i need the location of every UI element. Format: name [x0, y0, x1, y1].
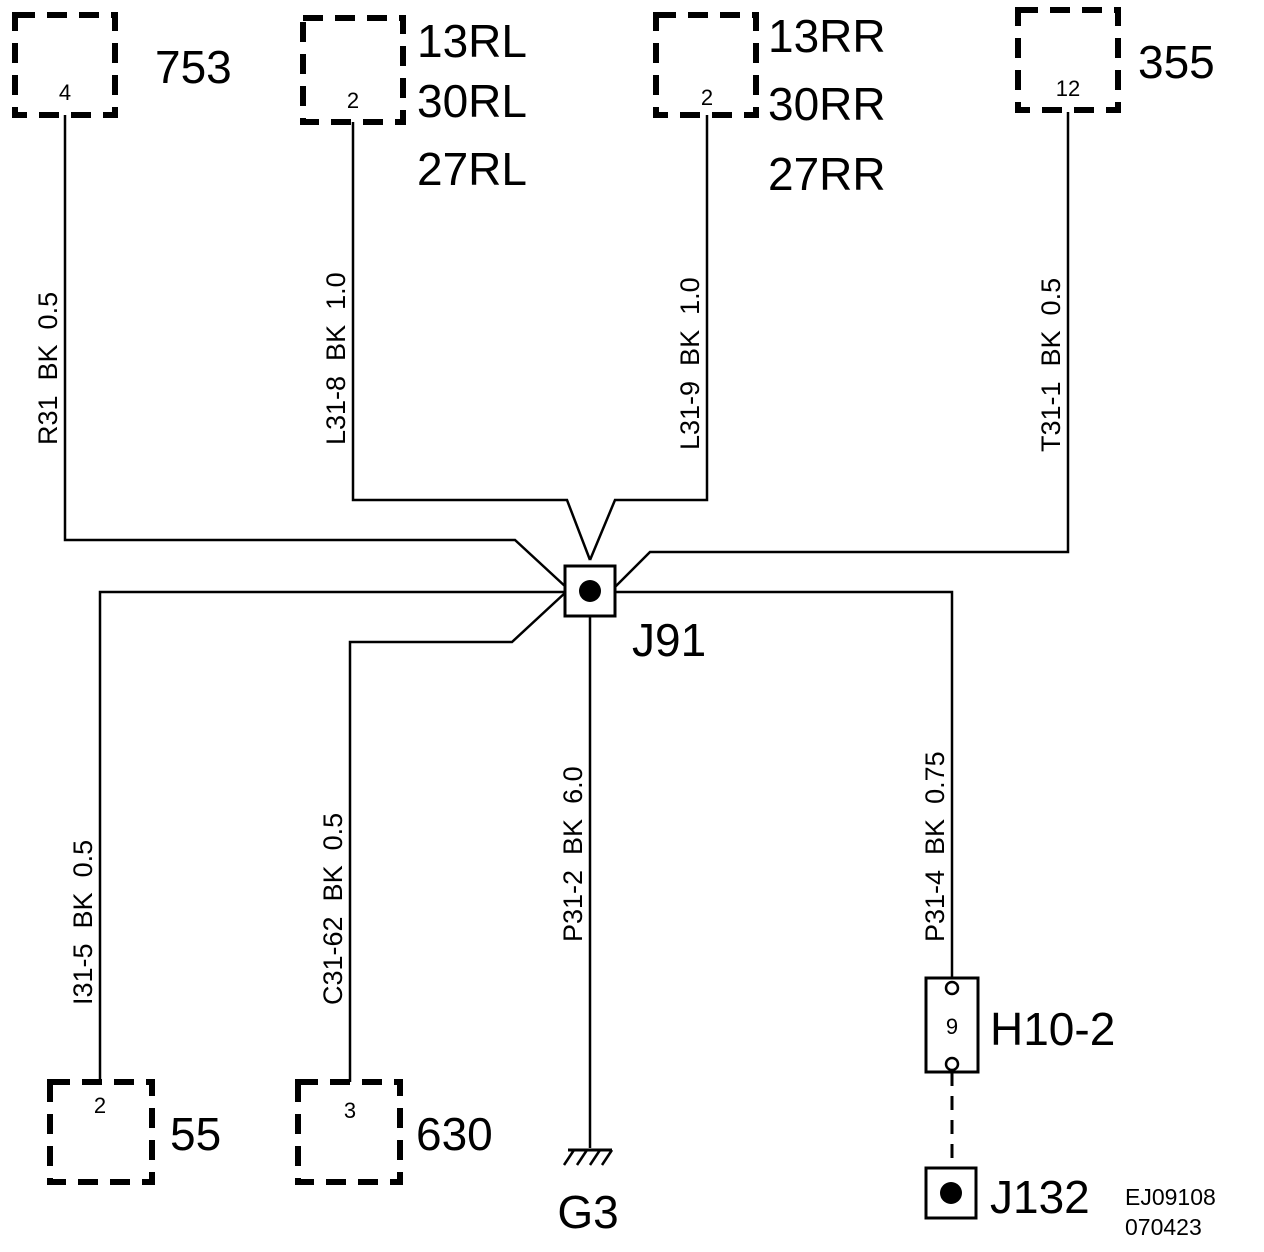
connector-55: 2 55: [47, 1079, 221, 1185]
connector-630-pin: 3: [344, 1098, 356, 1123]
connector-13rr-label-3: 27RR: [768, 148, 886, 200]
connector-13rl: 2 13RL 30RL 27RL: [300, 15, 527, 195]
connector-13rl-pin: 2: [347, 88, 359, 113]
connector-753-pin: 4: [59, 80, 71, 105]
connector-55-box: [47, 1079, 155, 1185]
inline-connector-h10-2-pin: 9: [946, 1014, 958, 1039]
wire-label-c31-62: C31-62 BK 0.5: [318, 813, 348, 1005]
wire-label-r31: R31 BK 0.5: [33, 292, 63, 445]
connector-355-box: [1015, 7, 1121, 113]
connector-13rr-pin: 2: [701, 85, 713, 110]
connector-630-label: 630: [416, 1108, 493, 1160]
wire-r31: [63, 115, 568, 589]
junction-j132: J132: [924, 1166, 1090, 1223]
connector-630-box: [295, 1079, 403, 1185]
ground-g3: G3: [557, 1148, 619, 1238]
junction-j91: J91: [563, 564, 706, 666]
connector-55-pin: 2: [94, 1093, 106, 1118]
wire-c31-62: [348, 591, 567, 1082]
wire-labels: R31 BK 0.5 L31-8 BK 1.0 L31-9 BK 1.0 T31…: [33, 272, 1066, 1005]
wires: [63, 112, 1070, 1168]
connector-753: 4 753: [12, 12, 232, 118]
connector-55-label: 55: [170, 1108, 221, 1160]
wire-label-p31-2: P31-2 BK 6.0: [558, 766, 588, 942]
junction-j132-dot: [940, 1182, 962, 1204]
connector-355-label: 355: [1138, 36, 1215, 88]
junction-j91-dot: [579, 580, 601, 602]
connector-355-pin: 12: [1056, 76, 1080, 101]
wire-label-l31-9: L31-9 BK 1.0: [675, 277, 705, 450]
junction-j132-label: J132: [990, 1171, 1090, 1223]
wire-p31-4: [616, 590, 954, 978]
wire-l31-8: [351, 122, 592, 561]
wire-l31-9: [588, 115, 709, 561]
inline-connector-h10-2-label: H10-2: [990, 1003, 1115, 1055]
diagram-code-line-1: EJ09108: [1125, 1184, 1216, 1210]
connector-13rr-label-1: 13RR: [768, 10, 886, 62]
wire-label-t31-1: T31-1 BK 0.5: [1036, 278, 1066, 452]
diagram-code: EJ09108 070423: [1125, 1184, 1216, 1240]
wire-label-i31-5: I31-5 BK 0.5: [68, 840, 98, 1005]
ground-g3-label: G3: [557, 1186, 618, 1238]
junction-j91-label: J91: [632, 614, 706, 666]
connector-753-label: 753: [155, 41, 232, 93]
connector-13rl-box: [300, 15, 406, 125]
connector-13rr: 2 13RR 30RR 27RR: [653, 10, 886, 200]
diagram-code-line-2: 070423: [1125, 1214, 1202, 1240]
connector-355: 12 355: [1015, 7, 1215, 113]
connector-753-box: [12, 12, 118, 118]
wire-t31-1: [613, 112, 1070, 589]
inline-connector-h10-2-pin-bottom: [944, 1056, 960, 1072]
wire-i31-5: [98, 590, 564, 1082]
connector-13rl-label-2: 30RL: [417, 75, 527, 127]
wire-label-l31-8: L31-8 BK 1.0: [321, 272, 351, 445]
inline-connector-h10-2-pin-top: [944, 980, 960, 996]
connector-13rr-box: [653, 12, 759, 118]
connector-13rr-label-2: 30RR: [768, 78, 886, 130]
connector-630: 3 630: [295, 1079, 493, 1185]
ground-icon: [562, 1148, 614, 1166]
connector-13rl-label-3: 27RL: [417, 143, 527, 195]
wire-label-p31-4: P31-4 BK 0.75: [920, 751, 950, 942]
inline-connector-h10-2: 9 H10-2: [924, 976, 1115, 1074]
connector-13rl-label-1: 13RL: [417, 15, 527, 67]
